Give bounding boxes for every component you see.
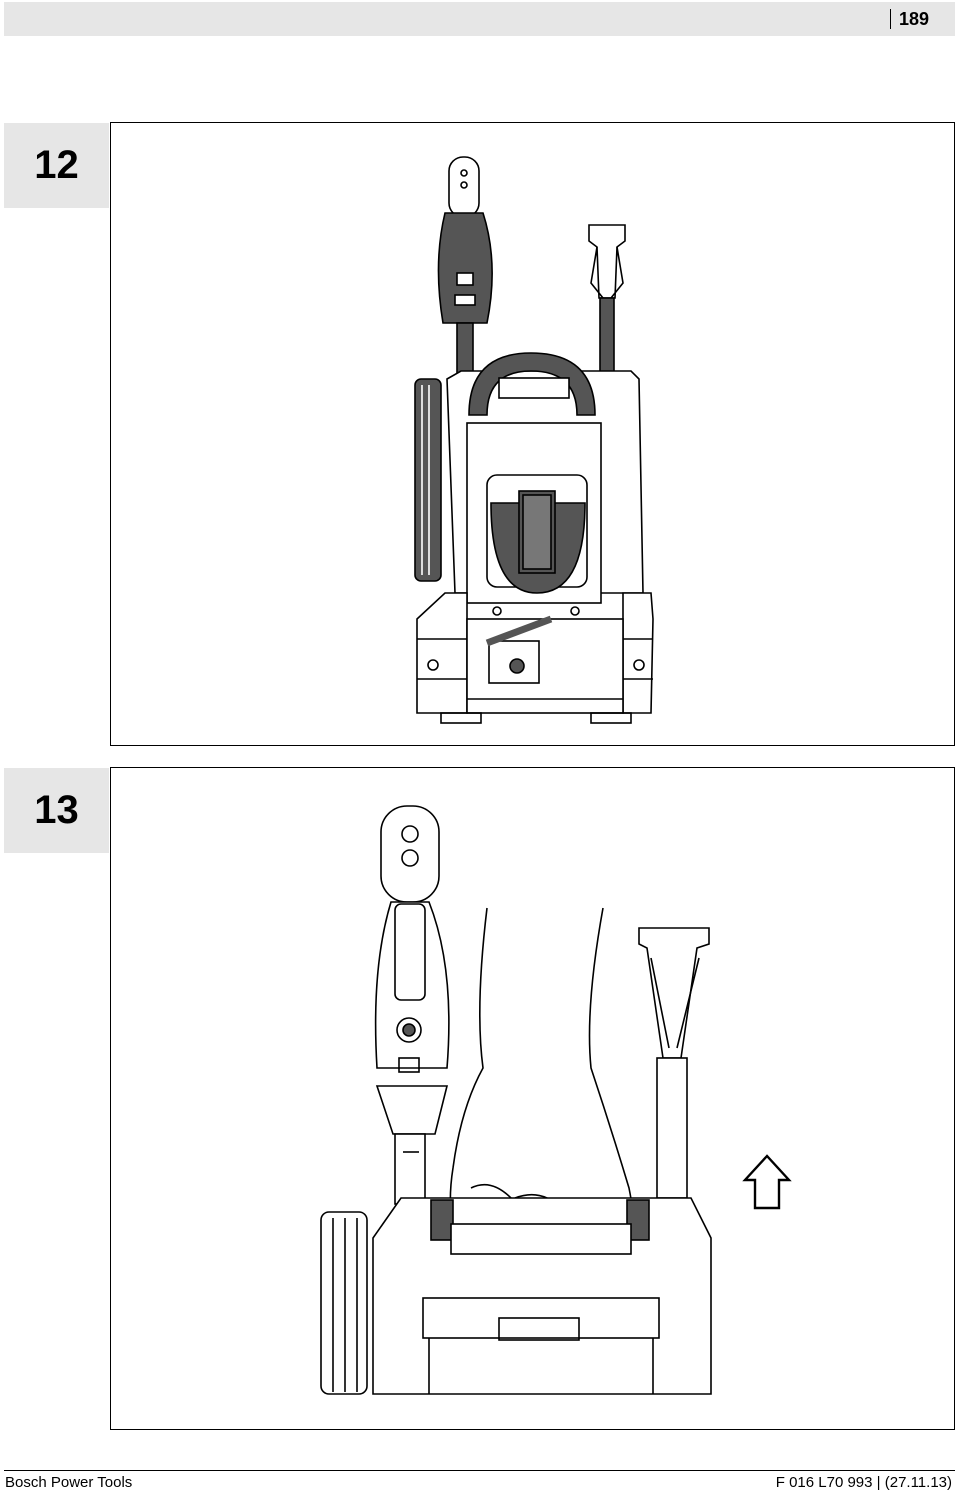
figure-number-12: 12 (4, 123, 109, 208)
carrying-handle-illustration (320, 805, 792, 1395)
washer-body-top (320, 1197, 712, 1395)
footer-doc-code: F 016 L70 993 | (27.11.13) (775, 1474, 952, 1491)
hose-coil (414, 378, 442, 582)
footer-publisher: Bosch Power Tools (5, 1474, 133, 1491)
washer-body (446, 352, 644, 616)
cable-hook-closeup (638, 927, 710, 1199)
figure-number-13: 13 (4, 768, 109, 853)
lift-up-arrow-icon (742, 1154, 792, 1210)
washer-base (416, 592, 654, 724)
figure-12-panel (110, 122, 955, 746)
spray-gun-holstered (437, 156, 493, 376)
header-bar: 189 (4, 2, 955, 36)
figure-13-panel (110, 767, 955, 1430)
spray-gun-closeup (374, 805, 450, 1205)
page-number: 189 (889, 9, 929, 29)
pressure-washer-front-illustration (414, 156, 654, 724)
footer-rule (4, 1470, 955, 1471)
cable-hook (588, 224, 626, 384)
